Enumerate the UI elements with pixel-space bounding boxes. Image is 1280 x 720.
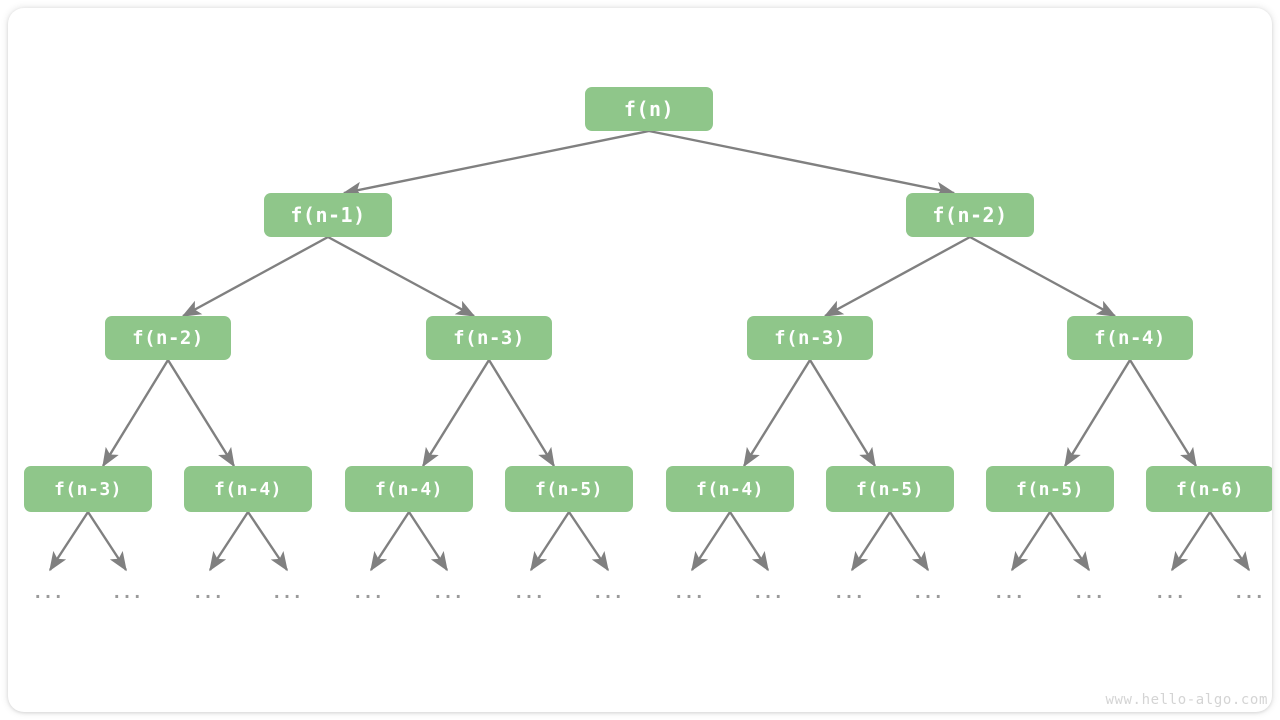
tree-edge-arrow <box>742 359 812 468</box>
tree-edge-arrow <box>247 511 288 572</box>
tree-edge-arrow <box>1128 359 1198 468</box>
tree-edge-arrow <box>327 235 476 318</box>
tree-edge-arrow <box>648 129 956 197</box>
tree-edge-arrow <box>850 511 892 572</box>
tree-node[interactable]: f(n-4) <box>184 466 312 512</box>
tree-node[interactable]: f(n-1) <box>264 193 392 237</box>
tree-node[interactable]: f(n-4) <box>1067 316 1193 360</box>
ellipsis-marker: ... <box>352 583 384 603</box>
ellipsis-marker: ... <box>271 583 303 603</box>
watermark-label: www.hello-algo.com <box>1105 692 1268 708</box>
diagram-card: f(n) f(n-1) f(n-2) f(n-2) f(n-3) f(n-3) f(n-4)… <box>8 8 1272 712</box>
tree-edge-arrow <box>728 511 770 572</box>
ellipsis-marker: ... <box>432 583 464 603</box>
ellipsis-marker: ... <box>993 583 1025 603</box>
tree-edge-arrow <box>1170 511 1212 572</box>
tree-edge-arrow <box>808 359 877 468</box>
tree-node[interactable]: f(n-2) <box>906 193 1034 237</box>
ellipsis-marker: ... <box>592 583 624 603</box>
tree-edge-arrow <box>1063 359 1132 468</box>
tree-node[interactable]: f(n-4) <box>345 466 473 512</box>
ellipsis-marker: ... <box>192 583 224 603</box>
ellipsis-marker: ... <box>1073 583 1105 603</box>
tree-node[interactable]: f(n) <box>585 87 713 131</box>
tree-edge-arrow <box>342 129 650 197</box>
tree-node[interactable]: f(n-5) <box>505 466 633 512</box>
tree-edge-arrow <box>823 235 971 318</box>
tree-edge-arrow <box>421 359 491 468</box>
tree-edge-arrow <box>1209 511 1250 572</box>
ellipsis-marker: ... <box>912 583 944 603</box>
tree-node[interactable]: f(n-3) <box>24 466 152 512</box>
tree-edge-arrow <box>101 359 170 468</box>
tree-edge-arrow <box>86 511 128 572</box>
tree-edge-arrow <box>369 511 411 572</box>
tree-node[interactable]: f(n-3) <box>747 316 873 360</box>
ellipsis-marker: ... <box>32 583 64 603</box>
tree-node[interactable]: f(n-5) <box>986 466 1114 512</box>
ellipsis-marker: ... <box>673 583 705 603</box>
tree-edge-arrow <box>208 511 250 572</box>
tree-edge-arrow <box>48 511 90 572</box>
tree-node[interactable]: f(n-2) <box>105 316 231 360</box>
tree-node[interactable]: f(n-4) <box>666 466 794 512</box>
tree-edge-arrow <box>568 511 609 572</box>
tree-node[interactable]: f(n-5) <box>826 466 954 512</box>
tree-edge-arrow <box>529 511 571 572</box>
ellipsis-marker: ... <box>833 583 865 603</box>
tree-edge-arrow <box>888 511 930 572</box>
tree-edge-arrow <box>407 511 449 572</box>
recursion-tree-canvas: f(n) f(n-1) f(n-2) f(n-2) f(n-3) f(n-3) f(n-4)… <box>8 8 1272 712</box>
tree-edge-arrow <box>1010 511 1052 572</box>
ellipsis-marker: ... <box>111 583 143 603</box>
tree-node[interactable]: f(n-3) <box>426 316 552 360</box>
tree-edge-arrow <box>1049 511 1090 572</box>
ellipsis-marker: ... <box>1233 583 1265 603</box>
tree-edge-arrow <box>166 359 236 468</box>
tree-edge-arrow <box>969 235 1117 318</box>
ellipsis-marker: ... <box>752 583 784 603</box>
tree-edge-arrow <box>690 511 732 572</box>
ellipsis-marker: ... <box>1154 583 1186 603</box>
tree-node[interactable]: f(n-6) <box>1146 466 1272 512</box>
tree-edge-arrow <box>181 235 329 318</box>
ellipsis-marker: ... <box>513 583 545 603</box>
tree-edge-arrow <box>487 359 556 468</box>
